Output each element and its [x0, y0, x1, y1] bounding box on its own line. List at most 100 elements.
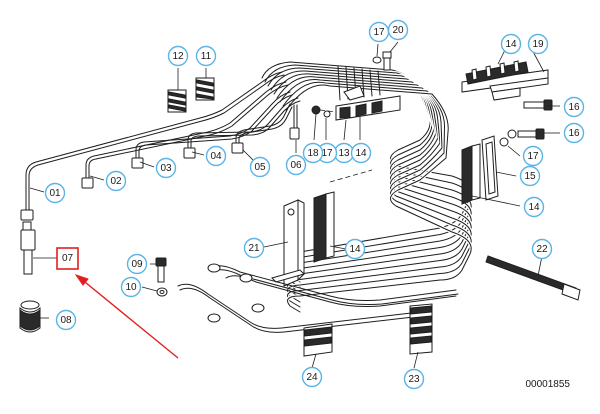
callout-label: 17: [527, 151, 539, 162]
callout-circle: [302, 142, 324, 164]
bracket-19: [461, 69, 549, 101]
callout-circle: [522, 145, 544, 167]
callout-c16a[interactable]: 16: [563, 96, 585, 118]
callout-c08[interactable]: 08: [55, 309, 77, 331]
callout-circle: [167, 45, 189, 67]
callout-circle: [55, 309, 77, 331]
callout-c19[interactable]: 19: [527, 33, 549, 55]
callout-c17c[interactable]: 17: [522, 145, 544, 167]
callout-label: 19: [532, 39, 544, 50]
pipe-nut-04: [183, 147, 196, 159]
callout-c09[interactable]: 09: [126, 253, 148, 275]
callout-circle: [44, 182, 66, 204]
callout-circle: [285, 154, 307, 176]
highlighted-callout-07[interactable]: 07: [56, 247, 79, 270]
callout-c20[interactable]: 20: [387, 19, 409, 41]
bundle-drop-pipe: [369, 69, 373, 97]
pipe-nut-03: [131, 157, 144, 169]
clamp-12: [167, 89, 187, 113]
callout-circle: [155, 157, 177, 179]
bundle-drop-pipe: [337, 65, 341, 101]
callout-circle: [243, 237, 265, 259]
callout-label: 14: [355, 148, 367, 159]
callout-circle: [387, 19, 409, 41]
callout-c04[interactable]: 04: [205, 145, 227, 167]
callout-circle: [195, 45, 217, 67]
cable-tie-22: [485, 255, 581, 301]
callout-c21[interactable]: 21: [243, 237, 265, 259]
callout-circle: [563, 122, 585, 144]
washer-10: [156, 287, 168, 297]
pipe-end-nuts: [20, 104, 300, 221]
callout-label: 05: [254, 162, 266, 173]
callout-c14a[interactable]: 14: [500, 33, 522, 55]
callout-label: 16: [568, 128, 580, 139]
callout-label: 24: [306, 372, 318, 383]
bolt-16-upper: [523, 99, 553, 111]
callout-label: 22: [536, 244, 548, 255]
fuel-line-bundle: [260, 60, 473, 314]
callout-circle: [563, 96, 585, 118]
callout-label: 03: [160, 163, 172, 174]
clip-strip-14-right: [461, 143, 481, 205]
bolt-16-lower: [507, 128, 545, 140]
callout-c18[interactable]: 18: [302, 142, 324, 164]
callout-c14b[interactable]: 14: [350, 142, 372, 164]
callout-label: 13: [338, 148, 350, 159]
callout-circle: [527, 33, 549, 55]
callout-c24[interactable]: 24: [301, 366, 323, 388]
clip-strip-14-top: [465, 60, 529, 85]
callout-circle: [500, 33, 522, 55]
callout-bubbles: 01 02 03 04 05 06 08 09 10 11 12 13 14 14 14 14 15 16 16 17…: [44, 19, 585, 390]
screw-09: [155, 257, 167, 283]
callout-label: 06: [290, 160, 302, 171]
callout-circle: [344, 238, 366, 260]
pipe-nut-01: [20, 209, 34, 221]
callout-label: 14: [505, 39, 517, 50]
clamp-24: [303, 323, 333, 357]
callout-label: 12: [172, 51, 184, 62]
callout-c06[interactable]: 06: [285, 154, 307, 176]
callout-label: 15: [524, 171, 536, 182]
clip-assembly-13: [311, 85, 401, 121]
bundle-pipe: [285, 84, 472, 313]
callout-circle: [523, 196, 545, 218]
callout-c13[interactable]: 13: [333, 142, 355, 164]
callout-label: 09: [131, 259, 143, 270]
callout-circle: [105, 170, 127, 192]
callout-label: 01: [49, 188, 61, 199]
callout-c11[interactable]: 11: [195, 45, 217, 67]
callout-c23[interactable]: 23: [403, 368, 425, 390]
callout-label: 23: [408, 374, 420, 385]
callout-c02[interactable]: 02: [105, 170, 127, 192]
callout-circle: [519, 165, 541, 187]
callout-label: 10: [125, 282, 137, 293]
callout-circle: [531, 238, 553, 260]
clip-strip-14-middle: [313, 169, 373, 263]
callout-c16b[interactable]: 16: [563, 122, 585, 144]
callout-label: 11: [201, 51, 212, 62]
callout-label: 17: [373, 27, 385, 38]
callout-c14d[interactable]: 14: [344, 238, 366, 260]
callout-c22[interactable]: 22: [531, 238, 553, 260]
document-number: 00001855: [525, 379, 571, 390]
callout-c15[interactable]: 15: [519, 165, 541, 187]
callout-07-label: 07: [62, 253, 74, 264]
clamp-11: [195, 77, 215, 101]
callout-c14c[interactable]: 14: [523, 196, 545, 218]
callout-c03[interactable]: 03: [155, 157, 177, 179]
callout-circle: [126, 253, 148, 275]
callout-c05[interactable]: 05: [249, 156, 271, 178]
screw-20: [372, 51, 392, 71]
clamp-15: [481, 135, 509, 201]
callout-c10[interactable]: 10: [120, 276, 142, 298]
callout-c17a[interactable]: 17: [368, 21, 390, 43]
bundle-drop-pipe: [377, 70, 381, 96]
pipe-nut-02: [81, 177, 94, 189]
callout-label: 16: [568, 102, 580, 113]
callout-c01[interactable]: 01: [44, 182, 66, 204]
callout-label: 17: [321, 148, 333, 159]
injection-lines-left: [25, 71, 301, 213]
callout-c12[interactable]: 12: [167, 45, 189, 67]
